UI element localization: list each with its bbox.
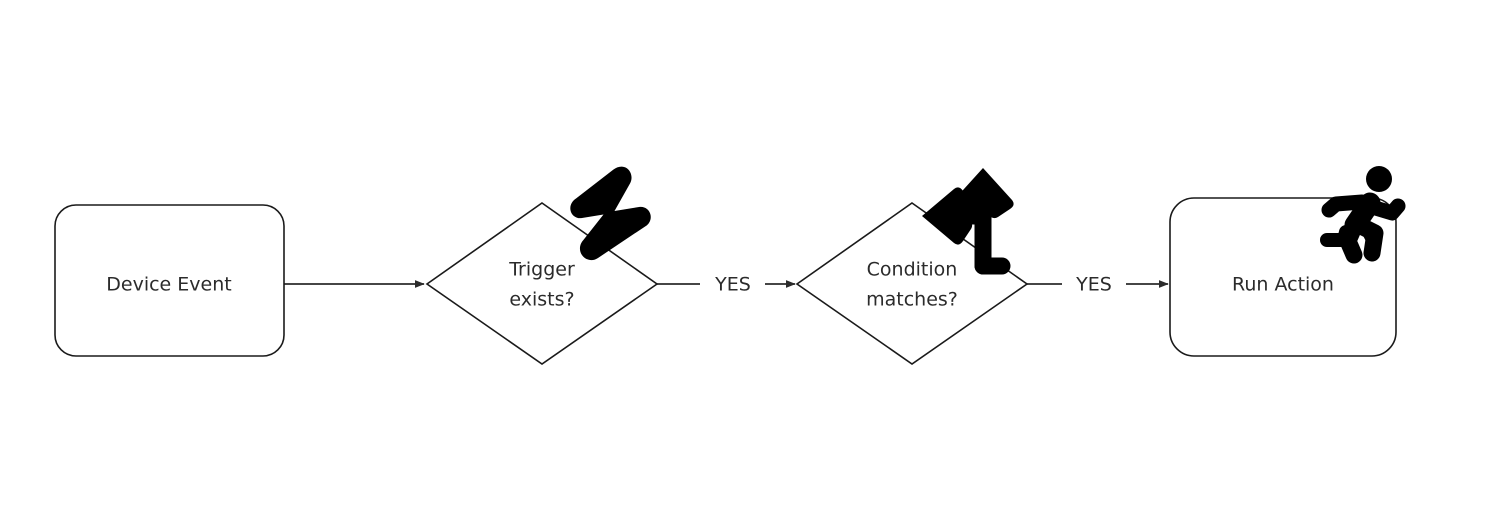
trigger-exists-label-line2: exists? bbox=[509, 289, 574, 311]
trigger-exists-label-line1: Trigger bbox=[508, 259, 575, 281]
device-event-label: Device Event bbox=[106, 274, 231, 296]
lightning-bolt-icon bbox=[570, 166, 651, 261]
branch-arrow-icon bbox=[922, 168, 1014, 275]
run-action-label: Run Action bbox=[1232, 274, 1334, 296]
node-trigger-exists[interactable]: Trigger exists? bbox=[425, 202, 659, 365]
node-condition-matches[interactable]: Condition matches? bbox=[795, 202, 1029, 365]
device-event-shape[interactable] bbox=[54, 204, 285, 357]
node-device-event[interactable]: Device Event bbox=[54, 204, 285, 357]
runner-head bbox=[1366, 166, 1392, 192]
running-person-icon bbox=[1320, 166, 1406, 264]
edge-trigger-to-condition: YES bbox=[657, 274, 796, 296]
condition-matches-label-line2: matches? bbox=[866, 289, 958, 311]
condition-matches-shape[interactable] bbox=[795, 202, 1029, 365]
edge-label-yes-2: YES bbox=[1075, 274, 1112, 296]
condition-matches-label-line1: Condition bbox=[867, 259, 958, 281]
edge-label-yes-1: YES bbox=[714, 274, 751, 296]
trigger-exists-shape[interactable] bbox=[425, 202, 659, 365]
edge-condition-to-action: YES bbox=[1027, 274, 1169, 296]
